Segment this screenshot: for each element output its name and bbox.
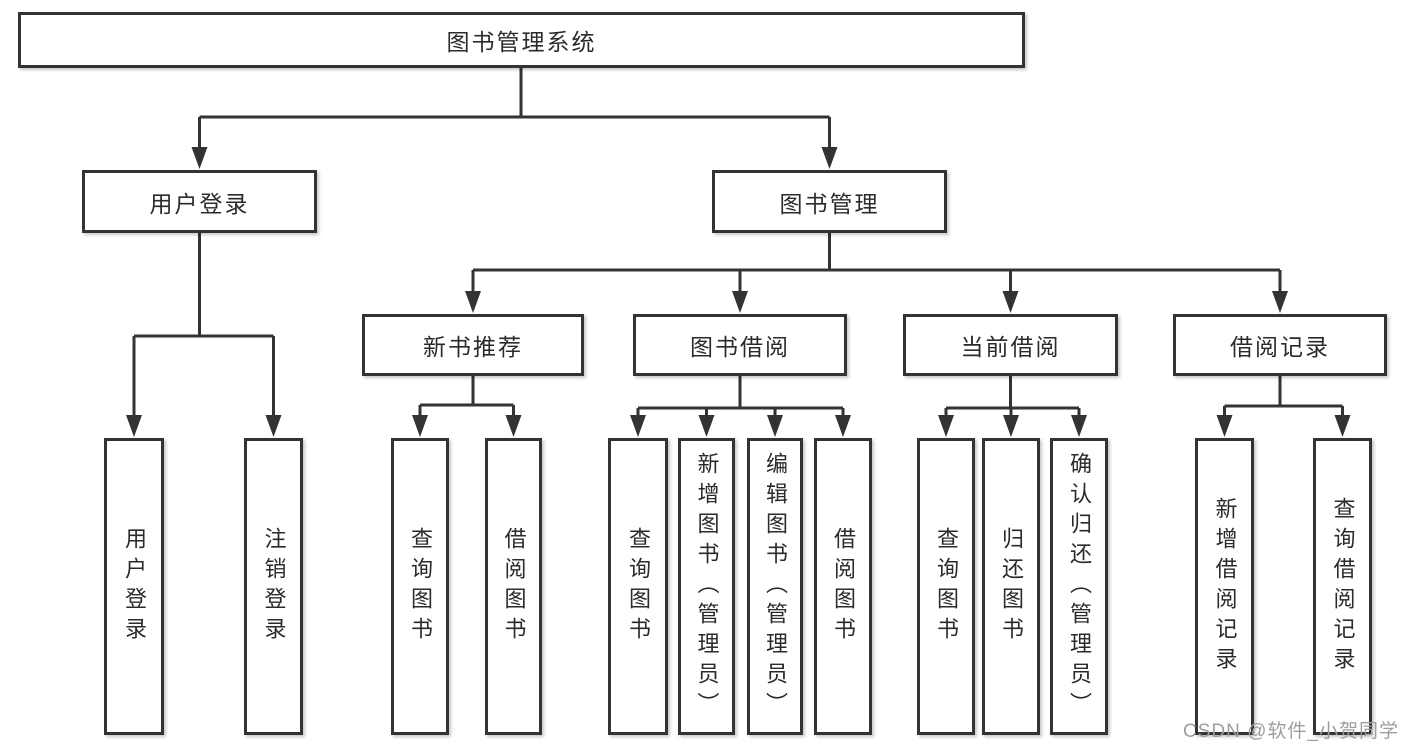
node-label: 新增图书（管理员） bbox=[694, 451, 720, 722]
csdn-watermark: CSDN @软件_小贺同学 bbox=[1183, 721, 1399, 742]
leaf-logout: 注销登录 bbox=[244, 438, 303, 735]
arrowheads-level2 bbox=[191, 147, 838, 169]
leaf-add-borrow-record: 新增借阅记录 bbox=[1195, 438, 1254, 735]
leaf-confirm-return-admin: 确认归还（管理员） bbox=[1050, 438, 1108, 735]
node-label: 图书管理系统 bbox=[446, 29, 597, 55]
node-label: 新增借阅记录 bbox=[1212, 496, 1238, 677]
leaf-borrow-books-recommend: 借阅图书 bbox=[485, 438, 542, 735]
node-label: 借阅记录 bbox=[1230, 334, 1330, 360]
node-label: 当前借阅 bbox=[960, 334, 1061, 360]
connector-current-children bbox=[944, 376, 1081, 416]
leaf-borrow-books-borrowing: 借阅图书 bbox=[814, 438, 872, 735]
connector-borrow-children bbox=[636, 376, 845, 416]
node-label: 编辑图书（管理员） bbox=[763, 451, 788, 722]
connector-record-children bbox=[1223, 376, 1344, 416]
arrowheads-login-children bbox=[126, 415, 282, 437]
node-user-login: 用户登录 bbox=[82, 170, 317, 233]
connector-login-children bbox=[132, 233, 275, 416]
node-label: 归还图书 bbox=[999, 526, 1024, 647]
node-current-borrowing: 当前借阅 bbox=[903, 314, 1118, 376]
arrowheads-current-children bbox=[938, 415, 1087, 437]
arrowheads-record-children bbox=[1216, 415, 1351, 437]
leaf-add-books-admin: 新增图书（管理员） bbox=[678, 438, 735, 735]
connector-mgmt-to-level3 bbox=[471, 233, 1282, 292]
node-label: 确认归还（管理员） bbox=[1067, 451, 1092, 722]
node-label: 图书借阅 bbox=[690, 334, 790, 360]
node-label: 查询图书 bbox=[626, 526, 651, 647]
node-label: 借阅图书 bbox=[501, 526, 527, 647]
connector-root-to-level2 bbox=[198, 68, 831, 148]
leaf-query-books-borrowing: 查询图书 bbox=[608, 438, 668, 735]
node-label: 查询图书 bbox=[408, 526, 433, 647]
node-book-borrowing: 图书借阅 bbox=[633, 314, 847, 376]
leaf-query-books-current: 查询图书 bbox=[917, 438, 975, 735]
leaf-query-books-recommend: 查询图书 bbox=[391, 438, 449, 735]
node-new-book-recommendation: 新书推荐 bbox=[362, 314, 584, 376]
node-label: 查询图书 bbox=[934, 526, 959, 647]
arrowheads-level3 bbox=[465, 291, 1288, 313]
node-label: 注销登录 bbox=[261, 526, 287, 647]
arrowheads-newrec-children bbox=[412, 415, 522, 437]
leaf-return-books: 归还图书 bbox=[982, 438, 1040, 735]
leaf-user-login: 用户登录 bbox=[104, 438, 164, 735]
node-label: 新书推荐 bbox=[423, 334, 523, 360]
node-label: 图书管理 bbox=[779, 190, 880, 217]
node-label: 用户登录 bbox=[149, 190, 250, 217]
leaf-query-borrow-record: 查询借阅记录 bbox=[1313, 438, 1372, 735]
leaf-edit-books-admin: 编辑图书（管理员） bbox=[747, 438, 803, 735]
node-book-management: 图书管理 bbox=[712, 170, 947, 233]
node-label: 查询借阅记录 bbox=[1330, 496, 1356, 677]
arrowheads-borrow-children bbox=[630, 415, 851, 437]
node-label: 借阅图书 bbox=[831, 526, 856, 647]
node-label: 用户登录 bbox=[122, 526, 147, 647]
node-borrowing-records: 借阅记录 bbox=[1173, 314, 1387, 376]
connector-newrec-children bbox=[418, 376, 515, 416]
node-library-management-system: 图书管理系统 bbox=[18, 12, 1025, 68]
